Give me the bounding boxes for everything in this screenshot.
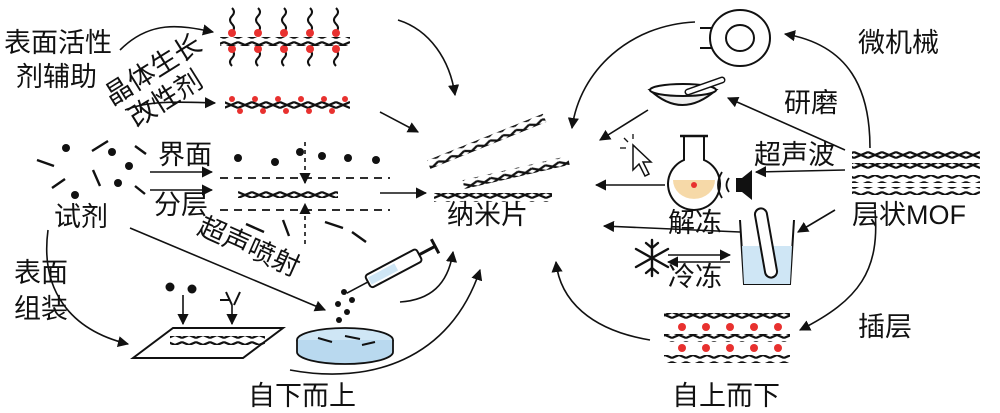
label-nanosheet: 纳米片 — [447, 200, 528, 231]
syringe-icon — [335, 238, 441, 323]
label-layered-mof: 层状MOF — [852, 200, 966, 230]
snowflake-icon — [634, 238, 670, 278]
surface-assembly-icon — [130, 282, 286, 359]
top-down-arrows — [551, 21, 877, 341]
label-reagent: 试剂 — [54, 202, 108, 233]
label-micromechanical: 微机械 — [858, 28, 939, 59]
speaker-icon — [717, 170, 752, 200]
label-top-down: 自上而下 — [672, 381, 780, 412]
label-thaw: 解冻 — [668, 208, 722, 239]
label-freeze: 冷冻 — [668, 262, 722, 293]
flask-icon — [667, 134, 721, 211]
label-ultrasonic: 超声波 — [754, 140, 835, 171]
cursor-icon — [620, 134, 653, 178]
label-surface-assembly-1: 表面 — [14, 258, 68, 289]
nanosheets-product-icon — [427, 113, 570, 202]
label-surfactant-assisted-1: 表面活性 — [4, 28, 112, 59]
label-ultrasonic-spray: 超声喷射 — [193, 211, 304, 283]
label-interface-2: 分层 — [154, 190, 208, 221]
mortar-pestle-icon — [647, 76, 726, 106]
bottom-up-arrows — [46, 19, 483, 375]
label-surface-assembly-2: 组装 — [14, 294, 68, 325]
petri-dish-icon — [296, 327, 394, 365]
beaker-icon — [739, 207, 795, 285]
surfactant-nanosheet-icon — [220, 7, 350, 67]
label-interface-1: 界面 — [158, 140, 212, 171]
label-surfactant-assisted-2: 剂辅助 — [16, 62, 97, 93]
label-bottom-up: 自下而上 — [248, 381, 356, 412]
adhesive-tape-icon — [700, 9, 771, 67]
interface-layering-icon — [220, 142, 390, 244]
layered-mof-icon — [852, 151, 980, 195]
reagent-molecules-icon — [36, 139, 147, 199]
crystal-growth-nanosheet-icon — [225, 96, 350, 114]
label-grinding: 研磨 — [784, 88, 838, 119]
intercalation-icon — [664, 313, 790, 363]
label-intercalation: 插层 — [858, 312, 912, 343]
